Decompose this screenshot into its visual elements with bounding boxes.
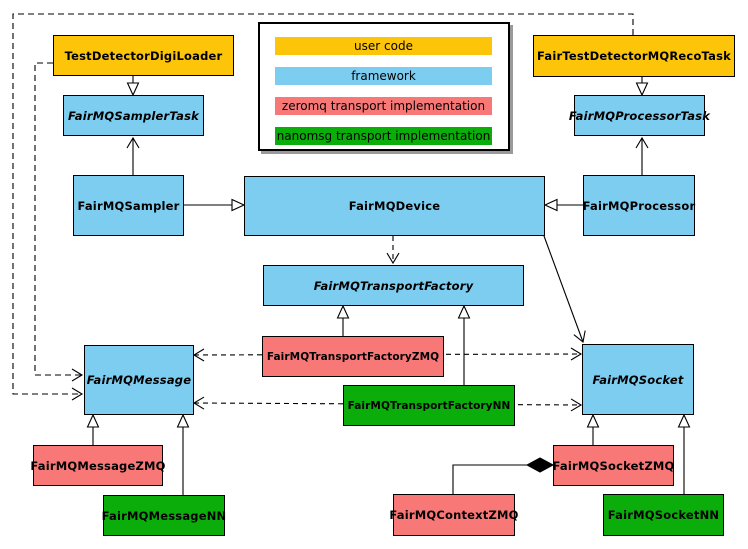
node-fairmq-device: FairMQDevice xyxy=(244,176,545,236)
legend: user code framework zeromq transport imp… xyxy=(258,22,510,151)
node-fairmq-context-zmq: FairMQContextZMQ xyxy=(389,494,518,536)
node-fairmq-transport-factory-zmq: FairMQTransportFactoryZMQ xyxy=(262,336,444,377)
node-fairmq-socket: FairMQSocket xyxy=(582,344,694,415)
node-fairmq-socket-nn: FairMQSocketNN xyxy=(603,494,724,536)
node-fair-test-detector-mq-reco-task: FairTestDetectorMQRecoTask xyxy=(533,35,735,77)
legend-item-framework: framework xyxy=(275,67,492,85)
legend-item-nanomsg: nanomsg transport implementation xyxy=(275,127,492,145)
composition-diamond xyxy=(525,457,555,473)
node-fairmq-message-zmq: FairMQMessageZMQ xyxy=(30,445,165,486)
node-test-detector-digi-loader: TestDetectorDigiLoader xyxy=(53,35,234,76)
node-fairmq-transport-factory: FairMQTransportFactory xyxy=(263,265,524,306)
edge-socketzmq-contextzmq-composition xyxy=(452,464,528,494)
node-fairmq-sampler: FairMQSampler xyxy=(73,175,184,236)
edge-device-socket-association xyxy=(543,235,586,344)
edge-digiloader-message-dependency xyxy=(34,62,84,382)
node-fairmq-socket-zmq: FairMQSocketZMQ xyxy=(553,445,674,486)
node-fairmq-message: FairMQMessage xyxy=(84,345,194,415)
node-fairmq-processor-task: FairMQProcessorTask xyxy=(569,95,710,136)
legend-item-zeromq: zeromq transport implementation xyxy=(275,97,492,115)
edge-recotask-message-dependency xyxy=(12,13,634,401)
node-fairmq-processor: FairMQProcessor xyxy=(583,175,695,236)
node-fairmq-message-nn: FairMQMessageNN xyxy=(102,495,226,536)
node-fairmq-transport-factory-nn: FairMQTransportFactoryNN xyxy=(343,385,515,426)
legend-item-user-code: user code xyxy=(275,37,492,55)
node-fairmq-sampler-task: FairMQSamplerTask xyxy=(63,95,204,136)
